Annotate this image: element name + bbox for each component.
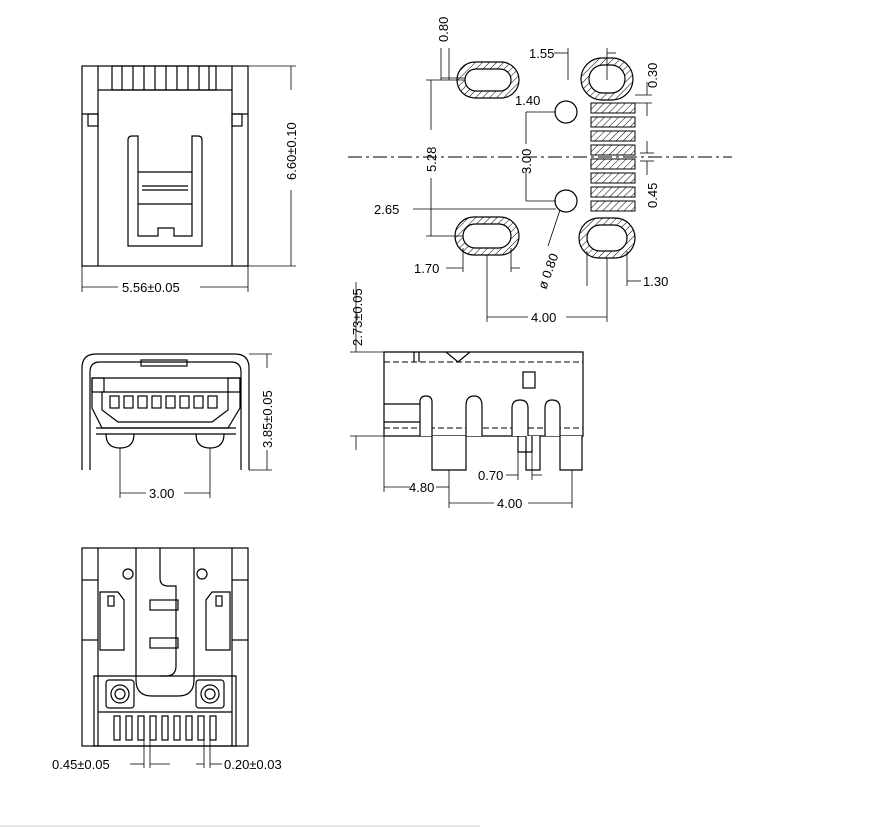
dim-fp-2-65: 2.65 bbox=[374, 202, 399, 217]
top-view bbox=[81, 65, 296, 292]
dim-bottom-pin-gap: 0.20±0.03 bbox=[224, 757, 282, 772]
dim-side-4-00: 4.00 bbox=[497, 496, 522, 511]
dim-front-peg-pitch: 3.00 bbox=[149, 486, 174, 501]
dim-top-width: 5.56±0.05 bbox=[122, 280, 180, 295]
footprint-view bbox=[348, 48, 732, 322]
dim-fp-0-30: 0.30 bbox=[645, 63, 660, 88]
dim-fp-1-40: 1.40 bbox=[515, 93, 540, 108]
dim-fp-1-70: 1.70 bbox=[414, 261, 439, 276]
dim-fp-0-45: 0.45 bbox=[645, 183, 660, 208]
dim-fp-5-28: 5.28 bbox=[424, 147, 439, 172]
dim-fp-4-00: 4.00 bbox=[531, 310, 556, 325]
dim-bottom-pin-width: 0.45±0.05 bbox=[52, 757, 110, 772]
dim-fp-dia: ø 0.80 bbox=[535, 251, 562, 291]
bottom-view bbox=[81, 547, 249, 768]
dim-top-height: 6.60±0.10 bbox=[284, 122, 299, 180]
front-view bbox=[81, 353, 272, 498]
dim-side-0-70: 0.70 bbox=[478, 468, 503, 483]
dim-fp-1-30: 1.30 bbox=[643, 274, 668, 289]
side-view bbox=[350, 282, 584, 508]
dim-side-4-80: 4.80 bbox=[409, 480, 434, 495]
dim-fp-0-80: 0.80 bbox=[436, 17, 451, 42]
dim-side-height: 2.73±0.05 bbox=[350, 288, 365, 346]
dim-fp-3-00: 3.00 bbox=[519, 149, 534, 174]
dim-fp-1-55: 1.55 bbox=[529, 46, 554, 61]
dim-front-height: 3.85±0.05 bbox=[260, 390, 275, 448]
